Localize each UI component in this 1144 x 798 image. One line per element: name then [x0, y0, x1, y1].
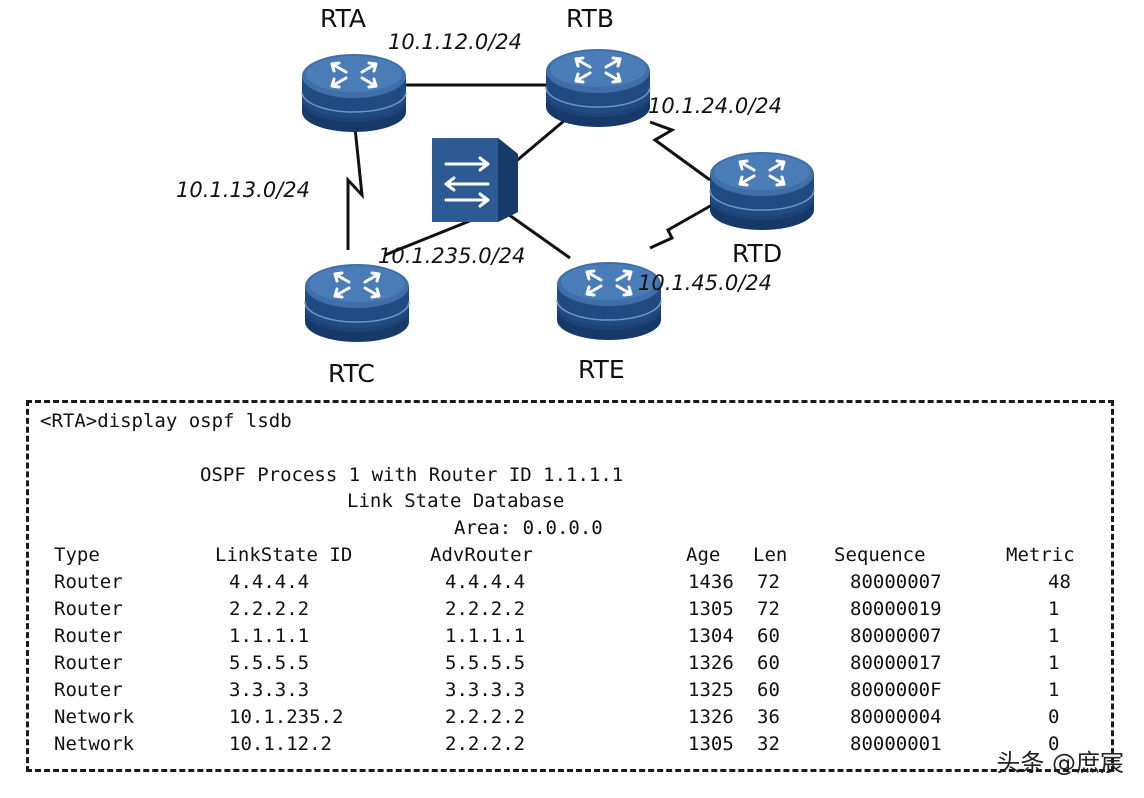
router-label-rtb: RTB — [566, 4, 614, 33]
router-label-rta: RTA — [320, 4, 366, 33]
lsdb-cell-len: 32 — [757, 733, 780, 755]
lsdb-cell-age: 1326 — [688, 706, 734, 728]
subnet-label-bce: 10.1.235.0/24 — [378, 244, 525, 268]
watermark: 头条 @庶宸 — [996, 749, 1124, 777]
lsdb-cell-age: 1305 — [688, 598, 734, 620]
router-label-rtd: RTD — [732, 239, 782, 268]
lsdb-cell-metric: 1 — [1048, 625, 1060, 647]
lsdb-cell-type: Router — [54, 679, 123, 701]
lsdb-cell-len: 72 — [757, 571, 780, 593]
lsdb-cell-sequence: 80000019 — [850, 598, 942, 620]
ospf-process-line: OSPF Process 1 with Router ID 1.1.1.1 — [200, 464, 624, 486]
lsdb-cell-len: 60 — [757, 679, 780, 701]
col-header-advrouter: AdvRouter — [430, 544, 533, 566]
lsdb-cell-age: 1304 — [688, 625, 734, 647]
link-rtd-rte — [649, 203, 713, 250]
lsdb-cell-linkstate-id: 10.1.12.2 — [229, 733, 332, 755]
lsdb-cell-age: 1305 — [688, 733, 734, 755]
lsdb-cell-linkstate-id: 3.3.3.3 — [229, 679, 310, 701]
lsdb-cell-advrouter: 5.5.5.5 — [445, 652, 526, 674]
router-rta-icon — [300, 52, 408, 134]
subnet-label-bd: 10.1.24.0/24 — [648, 94, 782, 118]
lsdb-cell-metric: 0 — [1048, 733, 1060, 755]
lsdb-cell-linkstate-id: 1.1.1.1 — [229, 625, 310, 647]
lsdb-cell-type: Router — [54, 625, 123, 647]
subnet-label-de: 10.1.45.0/24 — [638, 271, 772, 295]
subnet-label-ac: 10.1.13.0/24 — [176, 178, 310, 202]
terminal-command: <RTA>display ospf lsdb — [40, 410, 292, 432]
lsdb-cell-type: Network — [54, 733, 135, 755]
lsdb-cell-sequence: 80000007 — [850, 625, 942, 647]
lsdb-cell-linkstate-id: 2.2.2.2 — [229, 598, 310, 620]
col-header-sequence: Sequence — [834, 544, 926, 566]
area-line: Area: 0.0.0.0 — [454, 517, 603, 539]
lsdb-cell-advrouter: 1.1.1.1 — [445, 625, 526, 647]
lsdb-cell-type: Router — [54, 571, 123, 593]
lsdb-cell-len: 60 — [757, 652, 780, 674]
lsdb-cell-age: 1325 — [688, 679, 734, 701]
lsdb-cell-linkstate-id: 5.5.5.5 — [229, 652, 310, 674]
lsdb-cell-sequence: 80000001 — [850, 733, 942, 755]
lsdb-cell-metric: 1 — [1048, 679, 1060, 701]
lsdb-cell-len: 72 — [757, 598, 780, 620]
switch-icon — [432, 138, 518, 222]
lsdb-cell-advrouter: 3.3.3.3 — [445, 679, 526, 701]
lsdb-cell-sequence: 80000007 — [850, 571, 942, 593]
lsdb-cell-advrouter: 2.2.2.2 — [445, 598, 526, 620]
router-label-rtc: RTC — [328, 359, 375, 388]
link-rta-rtc — [346, 127, 364, 250]
lsdb-cell-linkstate-id: 10.1.235.2 — [229, 706, 344, 728]
lsdb-cell-type: Network — [54, 706, 135, 728]
col-header-len: Len — [753, 544, 788, 566]
lsdb-cell-advrouter: 4.4.4.4 — [445, 571, 526, 593]
lsdb-cell-sequence: 80000004 — [850, 706, 942, 728]
lsdb-output-box — [26, 400, 1114, 772]
lsdb-cell-metric: 0 — [1048, 706, 1060, 728]
network-topology: RTA RTB RTC RTD RTE 10.1.12.0/24 10.1.24… — [176, 4, 816, 388]
lsdb-cell-metric: 1 — [1048, 598, 1060, 620]
col-header-age: Age — [686, 544, 721, 566]
lsdb-cell-len: 36 — [757, 706, 780, 728]
lsdb-cell-linkstate-id: 4.4.4.4 — [229, 571, 310, 593]
col-header-metric: Metric — [1006, 544, 1075, 566]
lsdb-cell-sequence: 8000000F — [850, 679, 942, 701]
col-header-linkstate-id: LinkState ID — [215, 544, 353, 566]
lsdb-cell-len: 60 — [757, 625, 780, 647]
lsdb-cell-type: Router — [54, 598, 123, 620]
lsdb-cell-metric: 1 — [1048, 652, 1060, 674]
lsdb-cell-metric: 48 — [1048, 571, 1071, 593]
lsdb-cell-age: 1326 — [688, 652, 734, 674]
lsdb-cell-advrouter: 2.2.2.2 — [445, 706, 526, 728]
link-switch-rte — [504, 210, 571, 260]
subnet-label-ab: 10.1.12.0/24 — [388, 30, 522, 54]
router-rtc-icon — [303, 262, 411, 344]
router-label-rte: RTE — [578, 355, 625, 384]
lsdb-cell-age: 1436 — [688, 571, 734, 593]
col-header-type: Type — [54, 544, 100, 566]
lsdb-cell-type: Router — [54, 652, 123, 674]
lsdb-title: Link State Database — [347, 490, 565, 512]
lsdb-cell-sequence: 80000017 — [850, 652, 942, 674]
router-rtb-icon — [544, 47, 652, 129]
lsdb-cell-advrouter: 2.2.2.2 — [445, 733, 526, 755]
link-rtb-rtd — [649, 120, 711, 182]
router-rtd-icon — [708, 150, 816, 232]
